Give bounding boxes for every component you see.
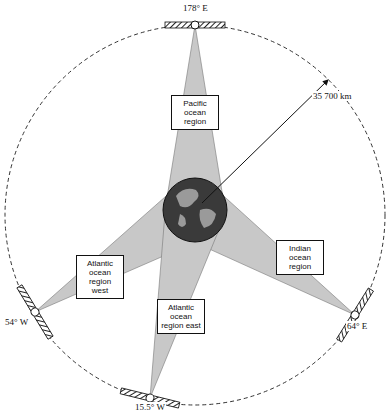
longitude-label: 64° E xyxy=(346,321,368,331)
region-name: Pacific ocean region xyxy=(175,99,215,126)
orbit-circle xyxy=(5,25,385,405)
distance-line xyxy=(202,80,328,203)
region-box: Atlantic ocean region west xyxy=(76,255,124,299)
longitude-label: 15.5° W xyxy=(134,402,166,412)
distance-label: 35 700 km xyxy=(312,91,353,101)
satellites xyxy=(16,21,374,409)
region-name: Atlantic ocean region east xyxy=(161,303,201,330)
region-box: Pacific ocean region xyxy=(171,95,219,130)
region-name: Atlantic ocean region west xyxy=(80,259,120,295)
longitude-label: 178° E xyxy=(182,3,209,13)
region-name: Indian ocean region xyxy=(280,244,320,271)
coverage-beams xyxy=(35,25,355,398)
region-box: Atlantic ocean region east xyxy=(157,299,205,334)
satellite-symbol xyxy=(165,21,225,29)
satellite-symbol xyxy=(336,287,375,342)
longitude-label: 54° W xyxy=(4,317,29,327)
region-box: Indian ocean region xyxy=(276,240,324,275)
satellite-symbol xyxy=(16,284,54,339)
